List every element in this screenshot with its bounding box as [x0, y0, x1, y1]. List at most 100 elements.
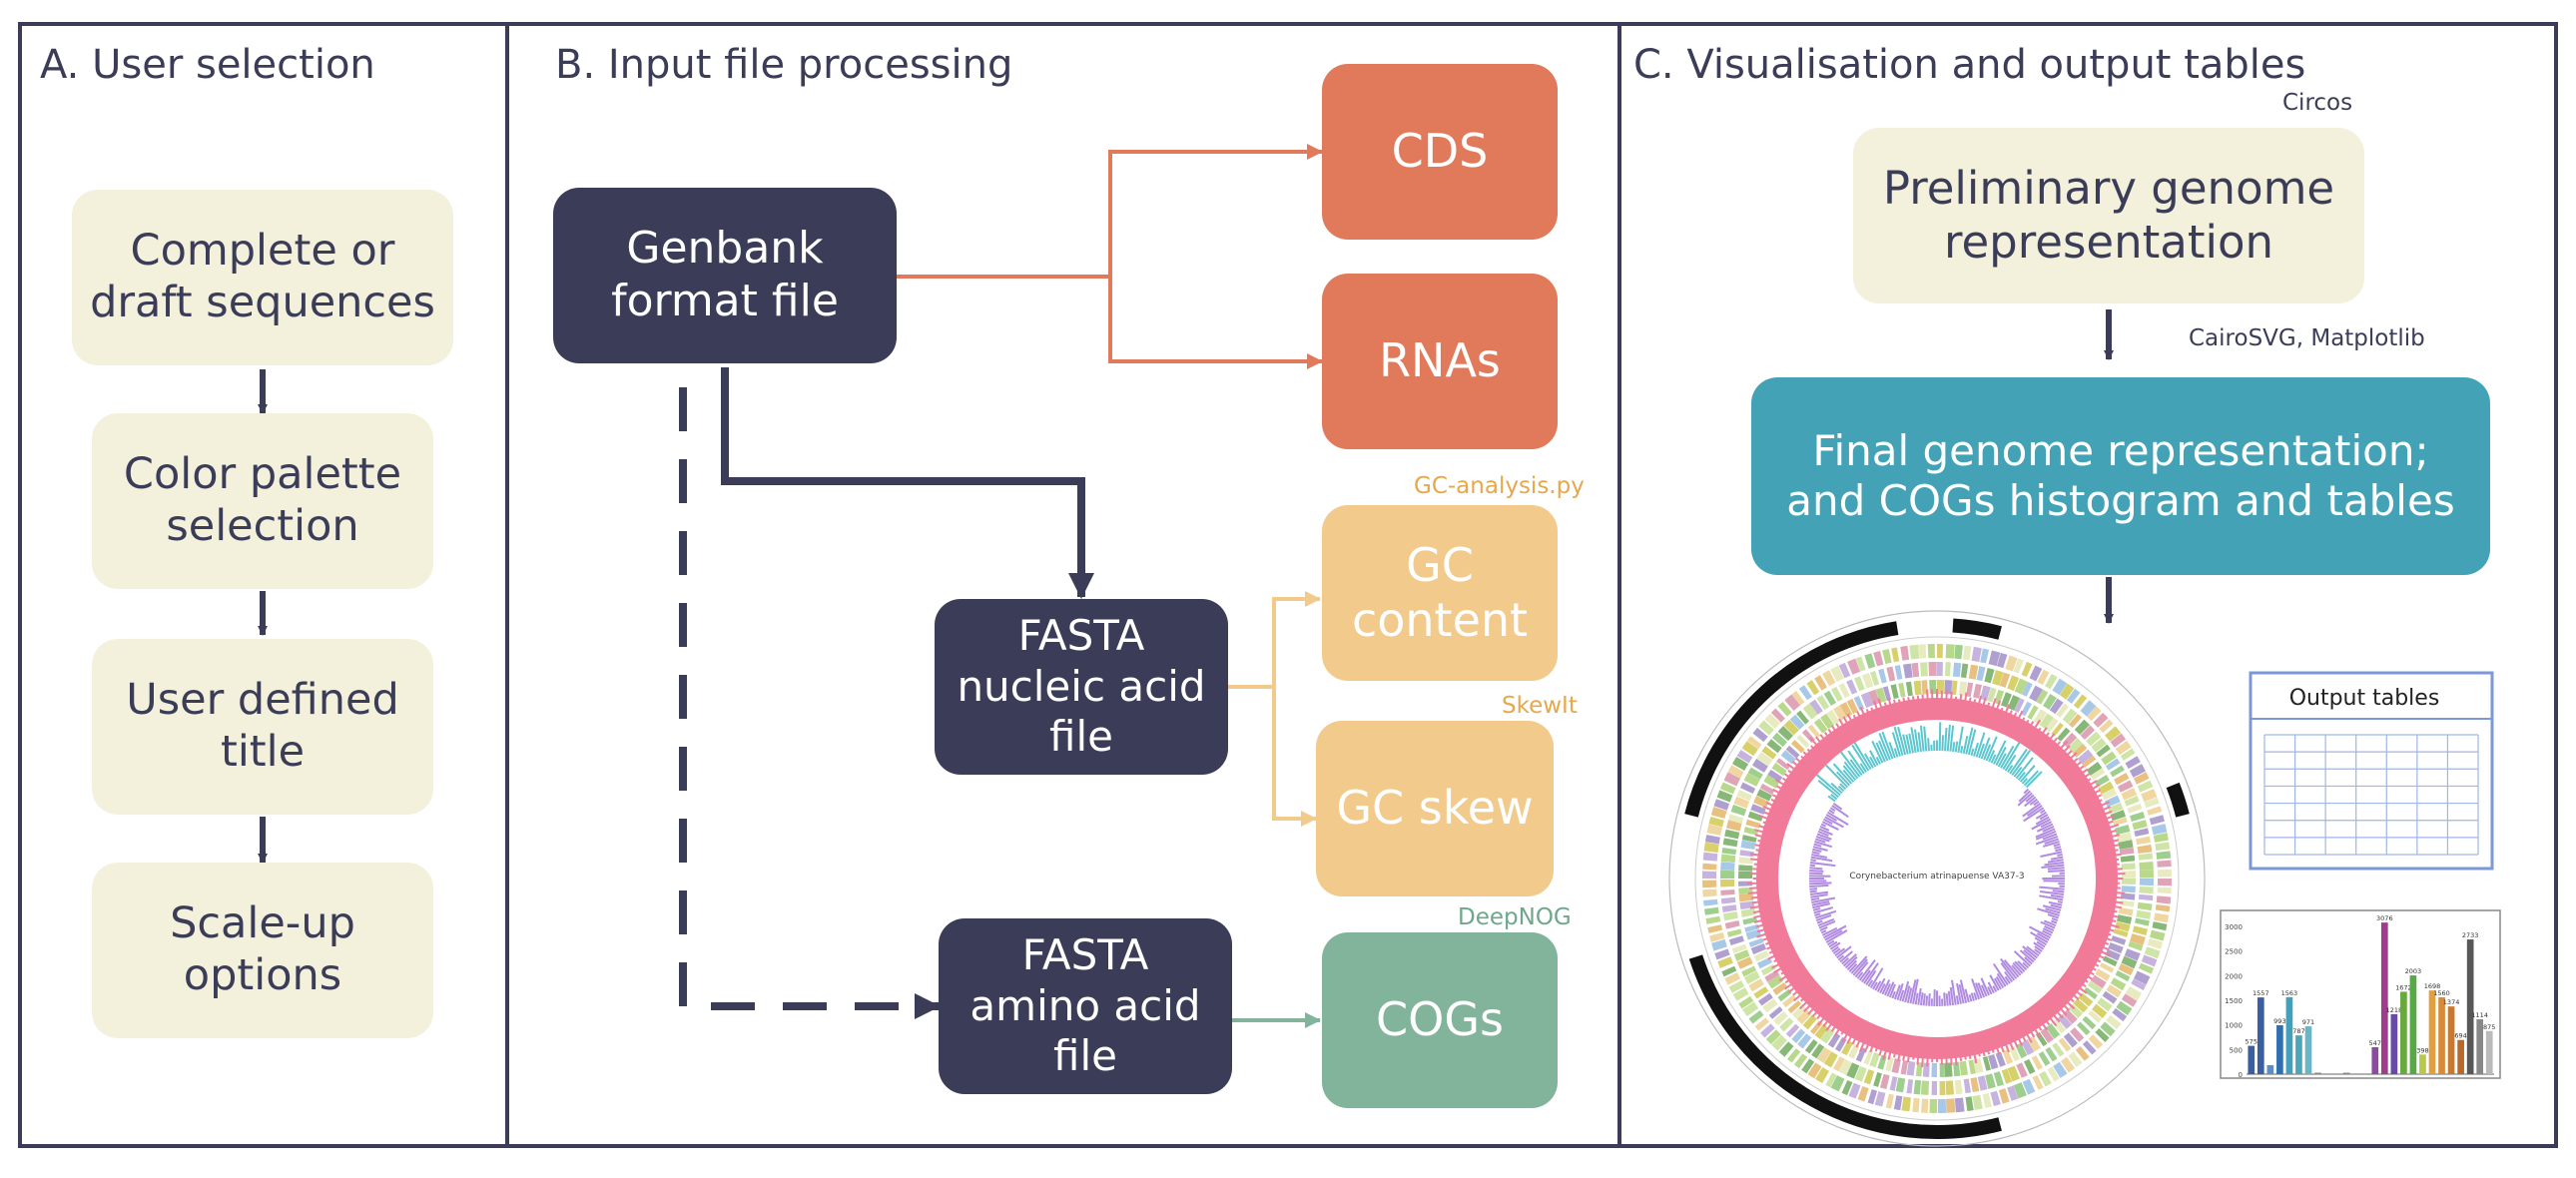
- gc-skew-tick: [1997, 753, 2007, 768]
- gene-tick: [1970, 1077, 1980, 1093]
- gc-skew-tick: [1956, 982, 1962, 1004]
- gc-skew-tick: [1811, 896, 1836, 903]
- gene-tick: [1968, 664, 1979, 680]
- gc-content-tick: [1781, 777, 1787, 782]
- gc-content-tick: [1959, 1056, 1963, 1061]
- histogram-y-tick: 1000: [2225, 1022, 2243, 1030]
- gc-content-tick: [1870, 707, 1874, 712]
- gene-tick: [2110, 977, 2127, 991]
- gene-tick: [1912, 1097, 1920, 1113]
- histogram-bar-label: 575: [2246, 1038, 2257, 1046]
- gc-skew-tick: [1809, 872, 1823, 876]
- gc-skew-tick: [1999, 957, 2018, 979]
- gene-tick: [1853, 676, 1865, 692]
- preliminary-line2: representation: [1943, 216, 2274, 269]
- gc-content-tick: [2009, 710, 2013, 715]
- gc-skew-tick: [1825, 929, 1848, 943]
- gene-tick: [2082, 1040, 2097, 1055]
- gc-skew-tick: [1974, 982, 1983, 999]
- gc-content-tick: [2022, 1035, 2027, 1042]
- gene-tick: [1830, 686, 1843, 702]
- gc-skew-tick: [1824, 929, 1843, 941]
- gc-content-tick: [1751, 895, 1759, 899]
- gc-content-tick: [1842, 716, 1848, 724]
- gc-skew-tick: [1913, 729, 1920, 753]
- gc-skew-tick: [2055, 848, 2062, 853]
- gene-tick: [1900, 1059, 1909, 1075]
- gc-content-tick: [1921, 1057, 1924, 1068]
- tool-skewit: SkewIt: [1502, 693, 1578, 719]
- gene-tick: [2096, 744, 2111, 758]
- gc-skew-tick: [1859, 763, 1867, 773]
- gene-tick: [1954, 1097, 1965, 1113]
- panel-c-title: C. Visualisation and output tables: [1633, 42, 2306, 88]
- gene-tick: [1825, 1072, 1837, 1088]
- gc-skew-tick: [1823, 924, 1847, 939]
- gene-tick: [2155, 842, 2171, 852]
- gene-tick: [1722, 910, 1738, 921]
- gc-content-tick: [1778, 975, 1787, 982]
- gc-content-tick: [2034, 719, 2041, 729]
- gc-content-line2: content: [1351, 593, 1529, 647]
- gene-tick: [2141, 954, 2158, 967]
- gc-skew-tick: [2053, 843, 2061, 848]
- gene-tick: [1861, 672, 1874, 689]
- gc-content-tick: [2038, 1025, 2043, 1031]
- histogram-bar: [2457, 1039, 2464, 1074]
- gc-content-tick: [1766, 945, 1772, 950]
- gene-tick: [1786, 1048, 1801, 1063]
- arrow-nucleic-gc-content: [1272, 591, 1321, 687]
- gc-skew-tick: [1867, 979, 1874, 987]
- gene-tick: [2052, 678, 2068, 696]
- gc-content-tick: [1833, 1028, 1840, 1037]
- gc-skew-tick: [1871, 740, 1884, 764]
- gene-tick: [1971, 646, 1982, 663]
- gene-tick: [2033, 709, 2048, 725]
- gene-tick: [1913, 1079, 1922, 1095]
- histogram-bar: [2304, 1026, 2312, 1074]
- gc-skew-tick: [1815, 774, 1841, 797]
- gene-tick: [2056, 703, 2069, 718]
- gc-content-tick: [2066, 750, 2073, 756]
- gc-content-tick: [1830, 725, 1836, 732]
- gene-tick: [2082, 1015, 2097, 1030]
- gene-tick: [1833, 705, 1847, 722]
- gc-skew-tick: [1820, 929, 1827, 934]
- gene-tick: [2132, 820, 2148, 831]
- histogram-bar-label: 787: [2292, 1027, 2304, 1035]
- gene-tick: [1806, 680, 1820, 696]
- gene-tick: [2147, 806, 2163, 816]
- gene-tick: [2136, 836, 2151, 846]
- gene-tick: [2147, 937, 2164, 949]
- gene-tick: [2155, 903, 2171, 912]
- gene-tick: [1713, 799, 1730, 811]
- gc-content-tick: [1753, 914, 1762, 918]
- gc-content-tick: [1803, 1004, 1811, 1012]
- gene-tick: [2130, 811, 2146, 823]
- gene-tick: [2120, 855, 2136, 863]
- gc-skew-tick: [1993, 977, 2002, 990]
- gene-tick: [2102, 990, 2118, 1004]
- gene-tick: [1820, 713, 1834, 730]
- gene-tick: [2124, 948, 2141, 961]
- gene-tick: [1741, 741, 1758, 757]
- gc-content-tick: [1869, 1045, 1874, 1053]
- histogram-bar: [2428, 990, 2436, 1074]
- gc-content-tick: [2041, 727, 2048, 734]
- gc-content-tick: [2104, 810, 2113, 816]
- gc-skew-tick: [1826, 939, 1835, 946]
- gc-content-tick: [2114, 849, 2119, 852]
- gc-content-tick: [2099, 954, 2105, 959]
- gene-tick: [1764, 969, 1780, 982]
- gene-tick: [1771, 762, 1787, 777]
- gc-skew-tick: [2040, 821, 2053, 829]
- gc-content-tick: [1771, 794, 1778, 799]
- histogram-bar: [2390, 1013, 2398, 1074]
- gc-skew-tick: [2039, 894, 2064, 901]
- gene-tick: [2125, 756, 2141, 770]
- gene-tick: [2045, 718, 2059, 733]
- gene-tick: [2080, 725, 2096, 740]
- gene-tick: [1772, 981, 1788, 995]
- gene-tick: [2134, 828, 2150, 838]
